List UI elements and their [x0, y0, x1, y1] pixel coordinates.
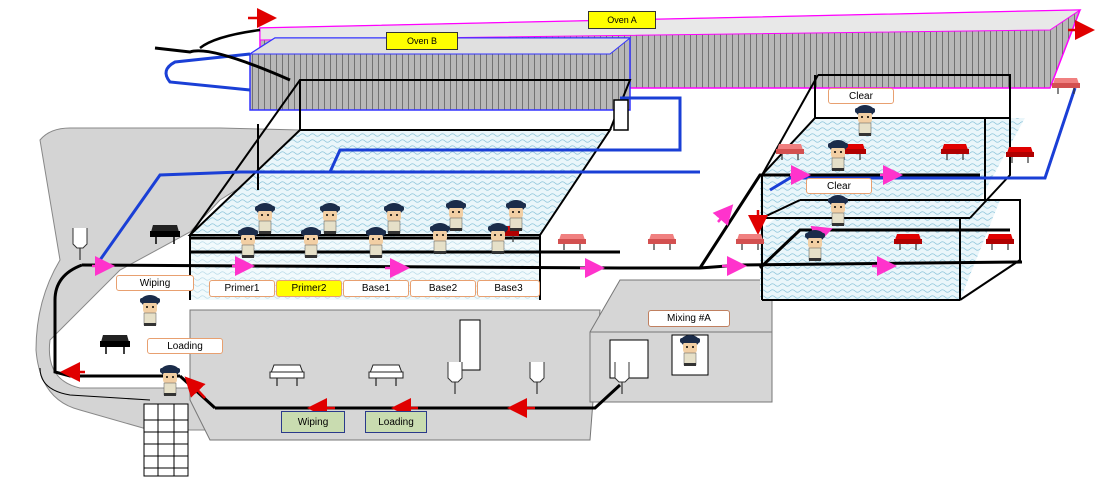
left-wiping-label: Wiping: [116, 275, 194, 291]
bottom-wiping-label: Wiping: [281, 411, 345, 433]
ladder-icon: [144, 404, 188, 476]
bottom-loading-label: Loading: [365, 411, 427, 433]
station-base2: Base2: [410, 280, 476, 297]
oven-a-entry: [200, 30, 260, 48]
booth-door: [460, 320, 480, 370]
station-primer1: Primer1: [209, 280, 275, 297]
station-base1: Base1: [343, 280, 409, 297]
car-body-icon: [648, 234, 676, 250]
car-body-icon: [736, 234, 764, 250]
clear-lower-label: Clear: [806, 178, 872, 194]
car-body-icon: [558, 234, 586, 250]
station-base3: Base3: [477, 280, 540, 297]
mixing-label: Mixing #A: [648, 310, 730, 327]
car-body-icon: [100, 335, 130, 354]
car-body-icon: [1052, 78, 1080, 94]
clear-booth-lower-floor: [760, 200, 1000, 300]
oven-b-door: [614, 100, 628, 130]
oven-a-label: Oven A: [588, 11, 656, 29]
oven-b-label: Oven B: [386, 32, 458, 50]
clear-upper-label: Clear: [828, 88, 894, 104]
flow-arrow-icon: [718, 208, 730, 222]
left-loading-label: Loading: [147, 338, 223, 354]
station-primer2: Primer2: [276, 280, 342, 297]
worker-icon: [140, 295, 160, 326]
car-body-icon: [986, 234, 1014, 250]
